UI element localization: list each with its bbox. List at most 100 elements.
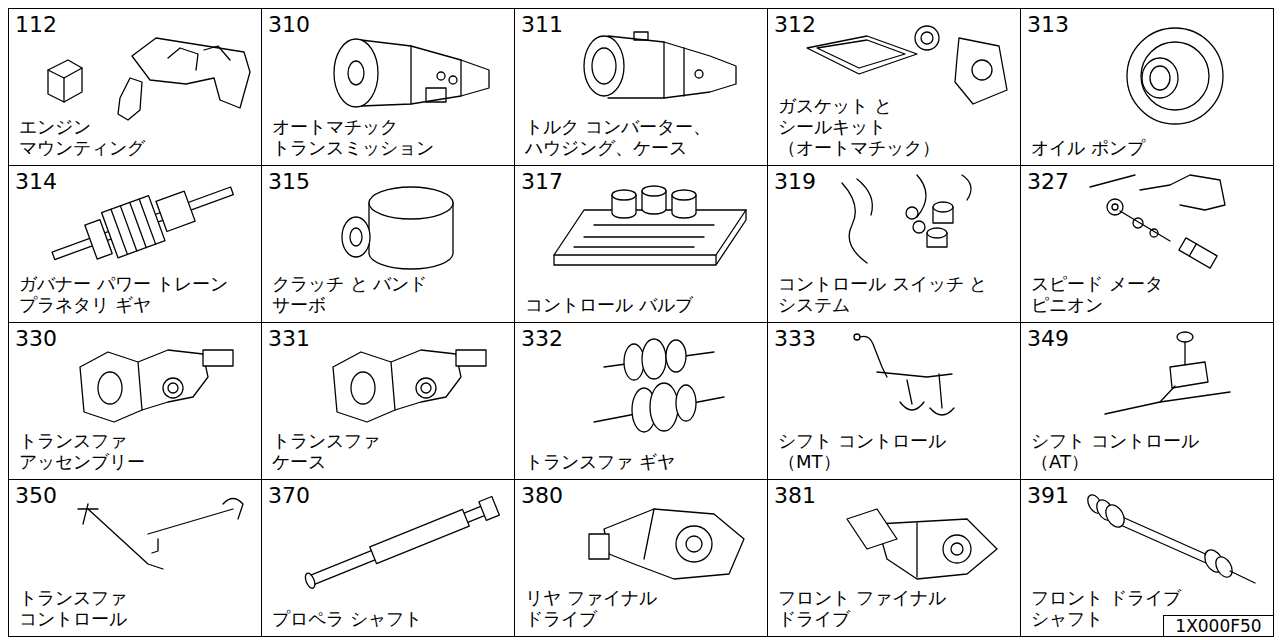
gasket-kit-sketch-part <box>817 40 905 68</box>
catalog-cell: 332トランスファ ギヤ <box>514 322 768 480</box>
speedometer-pinion-sketch-part-part <box>1189 244 1196 256</box>
part-name: クラッチ と バンド サーボ <box>272 273 438 315</box>
control-valve-sketch-part <box>672 190 696 200</box>
callout-number: 333 <box>774 327 816 351</box>
part-name: リヤ ファイナル ドライブ <box>525 587 665 629</box>
planetary-gear-sketch-part <box>45 168 240 278</box>
propeller-shaft-sketch-part <box>303 497 500 592</box>
front-final-drive-sketch-part <box>951 543 963 555</box>
callout-number: 350 <box>15 484 57 508</box>
catalog-cell: 314ガバナー パワー トレーン プラネタリ ギヤ <box>8 165 262 323</box>
transfer-control-sketch <box>78 499 243 570</box>
speedometer-pinion-sketch-part-part <box>1179 238 1217 268</box>
part-name: シフト コントロール （AT） <box>1031 430 1207 472</box>
shift-control-mt-sketch-part <box>877 372 952 377</box>
shift-control-mt-sketch-part <box>860 336 887 377</box>
gasket-kit-sketch-part <box>955 38 1007 104</box>
callout-number: 391 <box>1027 484 1069 508</box>
transfer-control-sketch-part <box>223 499 243 520</box>
converter-housing-sketch-part <box>683 48 684 96</box>
transfer-gear-sketch-part <box>624 344 644 380</box>
transfer-gear-sketch-part <box>642 339 666 379</box>
front-drive-shaft-sketch-part <box>1230 571 1255 583</box>
callout-number: 112 <box>15 13 57 37</box>
catalog-cell: 380リヤ ファイナル ドライブ <box>514 479 768 637</box>
gasket-kit-sketch-part <box>807 36 917 74</box>
oil-pump-sketch-part <box>1127 28 1223 124</box>
planetary-gear-sketch-part-part <box>102 196 165 258</box>
transmission-sketch-part <box>361 40 489 106</box>
catalog-cell: 311トルク コンバーター、 ハウジング、ケース <box>514 8 768 166</box>
front-final-drive-sketch-part <box>943 535 971 563</box>
propeller-shaft-sketch-part-part <box>370 509 469 563</box>
transfer-case-sketch-part <box>416 378 436 398</box>
shift-control-mt-sketch <box>854 334 954 415</box>
figure-code: 1X000F50 <box>1164 616 1273 636</box>
planetary-gear-sketch-part-part <box>156 191 195 231</box>
shift-control-at-sketch-part <box>1105 386 1175 414</box>
callout-number: 312 <box>774 13 816 37</box>
catalog-cell: 333シフト コントロール （MT） <box>767 322 1021 480</box>
transmission-sketch-part <box>410 46 411 104</box>
transmission-sketch-part <box>460 60 461 96</box>
callout-number: 330 <box>15 327 57 351</box>
transfer-gear-sketch-part <box>666 340 686 372</box>
transfer-gear-sketch-part <box>650 383 678 431</box>
control-switch-sketch-part <box>933 202 953 212</box>
engine-mount-sketch-part <box>63 78 64 102</box>
planetary-gear-sketch-part-part <box>139 199 155 244</box>
callout-number: 317 <box>521 170 563 194</box>
transfer-case-sketch-part <box>456 350 486 366</box>
catalog-cell: 350トランスファ コントロール <box>8 479 262 637</box>
transfer-case-sketch-part <box>351 372 375 404</box>
catalog-cell: 313オイル ポンプ <box>1020 8 1274 166</box>
part-name: コントロール バルブ <box>525 294 705 315</box>
converter-housing-sketch <box>584 32 736 98</box>
figure-code-box: 1X000F50 <box>1163 615 1274 637</box>
catalog-cell: 331トランスファ ケース <box>261 322 515 480</box>
converter-housing-sketch-part <box>634 32 648 40</box>
callout-number: 327 <box>1027 170 1069 194</box>
rear-final-drive-sketch <box>589 509 744 579</box>
speedometer-pinion-sketch-part <box>1090 175 1135 187</box>
rear-final-drive-sketch-part <box>676 526 712 562</box>
catalog-cell: 330 トランスファ アッセンブリー <box>8 322 262 480</box>
control-valve-sketch-part <box>594 224 714 225</box>
catalog-cell: 327 スピード メータ ピニオン <box>1020 165 1274 323</box>
transfer-case-sketch-part <box>391 350 461 410</box>
propeller-shaft-sketch <box>303 497 500 592</box>
transfer-assembly-sketch-part <box>138 350 208 410</box>
gasket-kit-sketch-part <box>921 32 933 44</box>
part-name: フロント ファイナル ドライブ <box>778 587 954 629</box>
speedometer-pinion-sketch <box>1090 175 1225 268</box>
transfer-case-sketch-part <box>333 352 395 422</box>
speedometer-pinion-sketch-part <box>1112 204 1118 210</box>
speedometer-pinion-sketch-part <box>1179 238 1217 268</box>
control-valve-sketch-part <box>574 246 694 247</box>
transfer-assembly-sketch <box>80 350 233 422</box>
propeller-shaft-sketch-part-part <box>306 502 495 586</box>
control-valve-sketch-part <box>642 186 666 196</box>
shift-control-at-sketch-part <box>1160 392 1230 402</box>
engine-mount-sketch-part <box>132 38 250 108</box>
planetary-gear-sketch-part-part <box>120 206 136 251</box>
transmission-sketch <box>334 39 489 107</box>
front-final-drive-sketch-part <box>847 509 897 549</box>
transfer-gear-sketch-part <box>676 385 696 421</box>
converter-housing-sketch-part <box>608 36 736 98</box>
catalog-cell: 317 コントロール バルブ <box>514 165 768 323</box>
propeller-shaft-sketch-part-part <box>303 572 316 590</box>
converter-housing-sketch-part <box>695 70 703 78</box>
control-valve-sketch-part <box>612 190 636 200</box>
control-valve-sketch-part <box>584 236 704 237</box>
front-drive-shaft-sketch-part <box>1212 554 1235 580</box>
part-name: スピード メータ ピニオン <box>1031 273 1171 315</box>
part-name: トランスファ アッセンブリー <box>19 430 154 472</box>
catalog-cell: 381フロント ファイナル ドライブ <box>767 479 1021 637</box>
transfer-control-sketch-part <box>152 539 158 553</box>
transfer-assembly-sketch-part <box>98 372 122 404</box>
callout-number: 310 <box>268 13 310 37</box>
speedometer-pinion-sketch-part <box>1120 211 1170 241</box>
planetary-gear-sketch-part-part <box>52 187 233 260</box>
catalog-cell: 319コントロール スイッチ と システム <box>767 165 1021 323</box>
